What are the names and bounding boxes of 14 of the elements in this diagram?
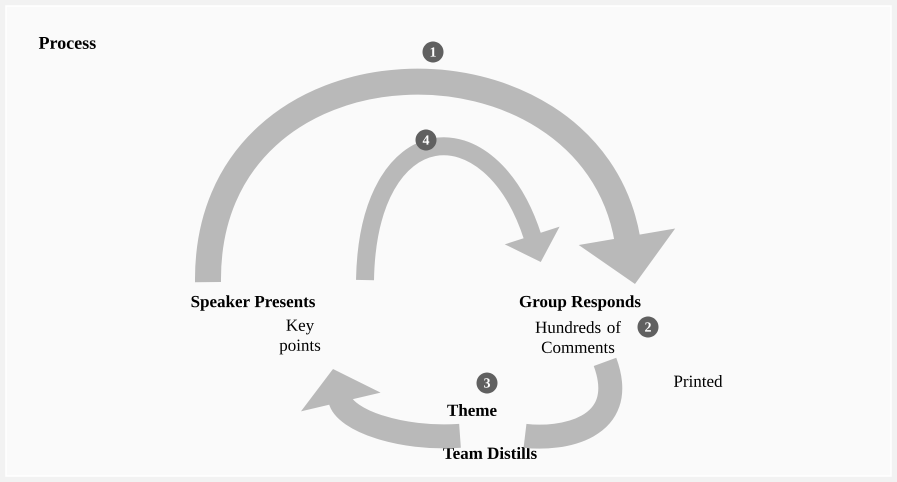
text-label: Hundreds of Comments: [536, 320, 621, 354]
curved-arrow: [195, 69, 676, 284]
node-label: Speaker Presents: [192, 295, 315, 311]
node-label: Team Distills: [443, 447, 537, 459]
text-label: Key points: [280, 320, 320, 354]
callout-number: 4: [416, 130, 436, 150]
title: Process: [38, 37, 96, 49]
edge-label: Printed: [671, 373, 725, 389]
curved-arrow: [356, 138, 560, 281]
bold-label: Theme: [447, 404, 497, 416]
callout-number: 1: [422, 42, 444, 62]
callout-number: 2: [638, 316, 658, 338]
callout-number: 3: [476, 372, 498, 394]
node-label: Group Responds: [520, 295, 641, 311]
